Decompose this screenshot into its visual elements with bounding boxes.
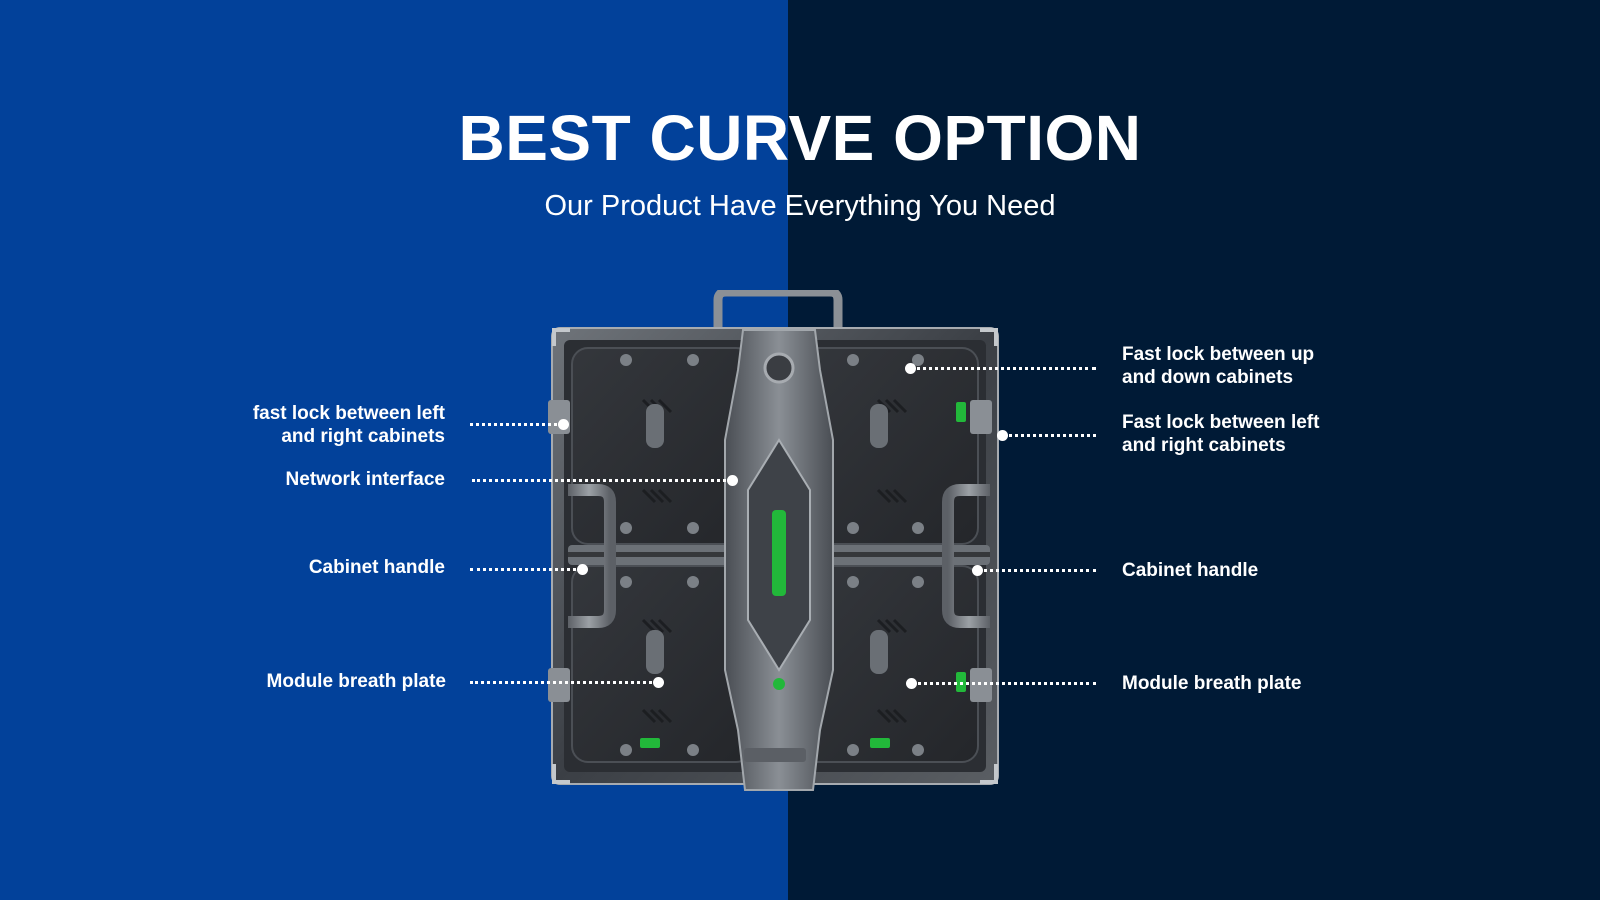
callout-left-fast-lock-leader [470,423,563,426]
page-subtitle: Our Product Have Everything You Need [544,190,1056,222]
right-lock-lower [970,668,992,702]
left-lock-lower [548,668,570,702]
callout-right-up-down-lock-leader [910,367,1096,370]
status-light-strip [772,510,786,596]
callout-left-network-leader [472,479,732,482]
callout-left-breath-plate-leader [470,681,658,684]
callout-left-handle-dot [576,563,588,575]
callout-right-up-down-lock-line2: and down cabinets [1122,367,1294,388]
callout-left-fast-lock-line1: fast lock between left [252,403,445,424]
bottom-green-latch-left [640,738,660,748]
callout-left-network-label: Network interface [285,469,445,490]
callout-right-handle-leader [977,569,1096,572]
callout-right-left-right-lock-line1: Fast lock between left [1122,412,1320,433]
breath-plate-left-bottom [646,630,664,674]
callout-left-breath-plate-dot [652,676,664,688]
callout-right-left-right-lock-leader [1002,434,1096,437]
led-cabinet-illustration [548,290,1010,798]
callout-left-fast-lock-label: fast lock between left and right cabinet… [190,402,445,448]
callout-left-fast-lock-dot [557,418,569,430]
spine-status-led [773,678,785,690]
callout-right-up-down-lock-label: Fast lock between up and down cabinets [1122,343,1382,389]
callout-right-up-down-lock-line1: Fast lock between up [1122,344,1315,365]
callout-left-breath-plate-label: Module breath plate [266,671,446,692]
page-title: BEST CURVE OPTION [458,102,1142,174]
breath-plate-right-bottom [870,630,888,674]
callout-right-handle-label: Cabinet handle [1122,560,1259,581]
callout-right-breath-plate-label: Module breath plate [1122,673,1302,694]
breath-plate-left-top [646,404,664,448]
callout-right-breath-plate-leader [911,682,1096,685]
right-side-handle [942,484,990,628]
bottom-foot [744,748,806,762]
breath-plate-right-top [870,404,888,448]
right-green-latch-upper [956,402,966,422]
callout-left-fast-lock-line2: and right cabinets [281,426,445,447]
top-carry-handle [713,290,843,340]
right-lock-upper [970,400,992,434]
bottom-green-latch-right [870,738,890,748]
spine-dial [763,352,795,384]
callout-right-left-right-lock-line2: and right cabinets [1122,435,1286,456]
callout-left-network-dot [726,474,738,486]
callout-left-handle-leader [470,568,582,571]
callout-left-handle-label: Cabinet handle [308,557,445,578]
callout-right-left-right-lock-label: Fast lock between left and right cabinet… [1122,411,1382,457]
left-side-handle [568,484,616,628]
